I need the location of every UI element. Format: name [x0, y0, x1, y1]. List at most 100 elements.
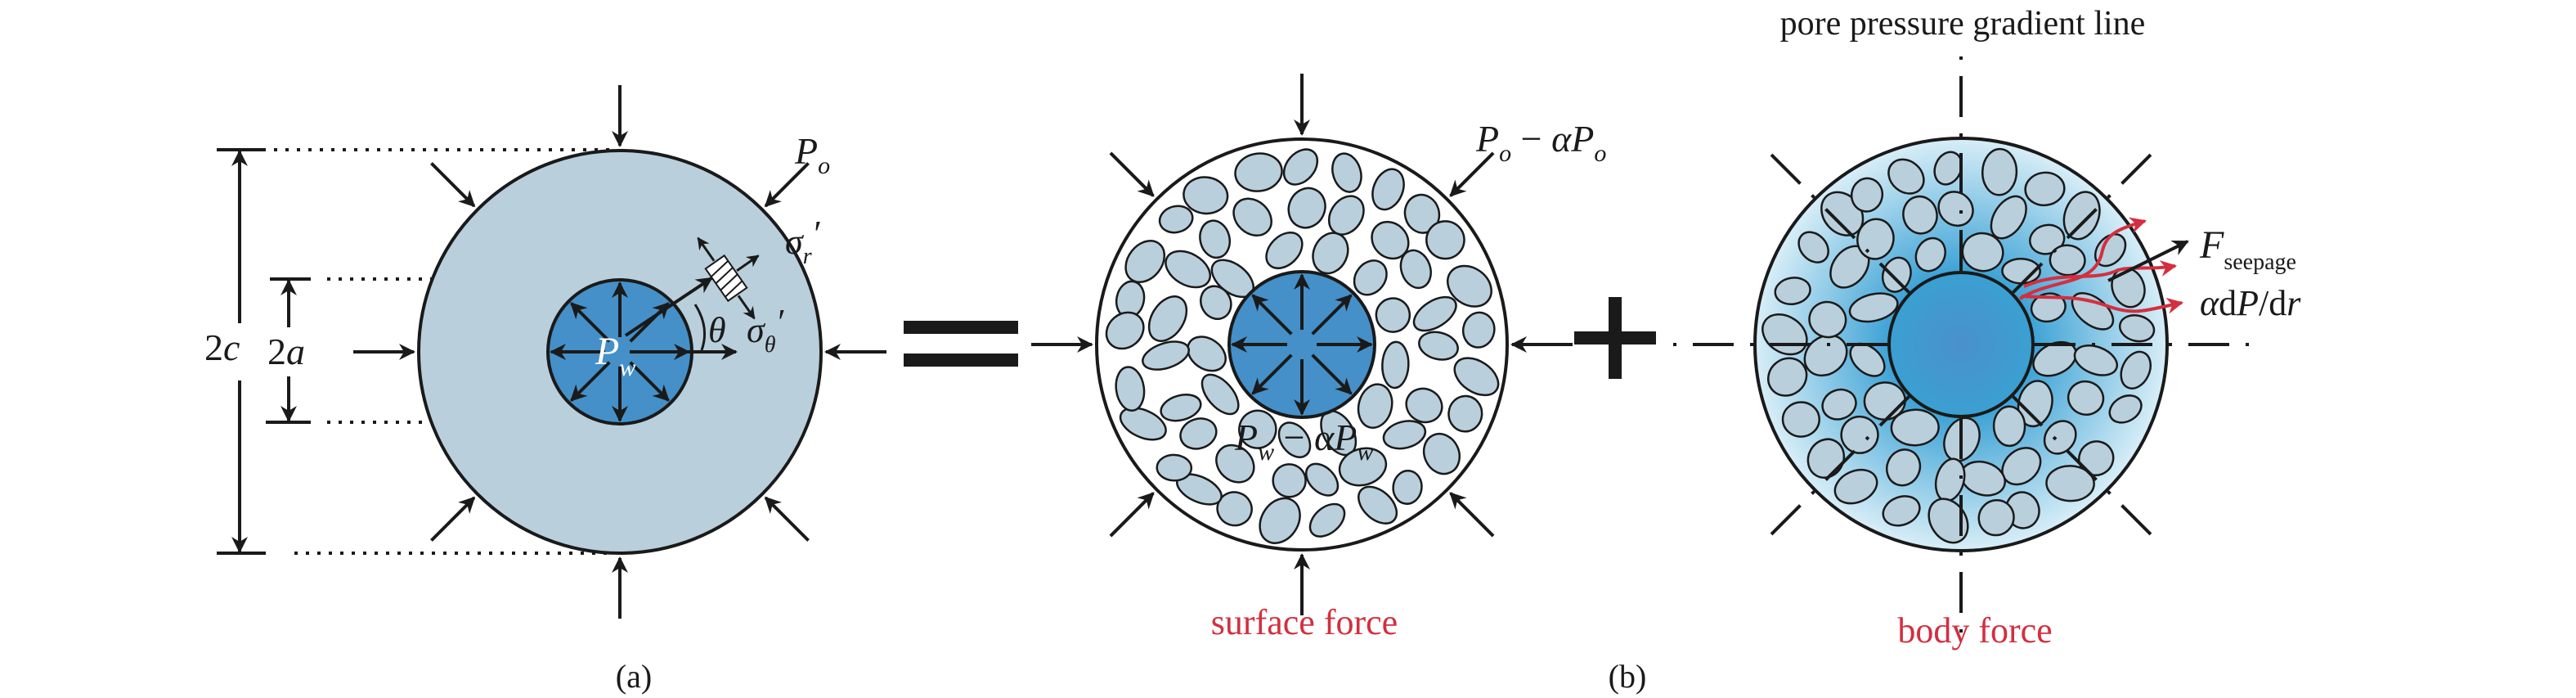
grain	[2118, 314, 2156, 343]
theta-arc	[693, 304, 707, 351]
grain	[1803, 334, 1848, 377]
compression-arrow	[1109, 492, 1155, 538]
gradient-line-label: pore pressure gradient line	[1780, 5, 2146, 43]
compression-arrow	[1449, 492, 1495, 538]
grain	[1115, 366, 1146, 412]
panel-b-surface-force: Po − αPo Pw − αPw surface force (b)	[1031, 74, 1646, 695]
grain	[1840, 415, 1879, 454]
theta-label: θ	[708, 310, 726, 350]
grain	[1304, 462, 1340, 497]
pressure-arrow	[1251, 354, 1293, 395]
grain	[1381, 340, 1410, 390]
grain	[1234, 152, 1283, 192]
grain	[1774, 277, 1811, 305]
grain	[1183, 176, 1229, 215]
grain	[1405, 387, 1443, 424]
grain	[1848, 292, 1899, 323]
grain	[1412, 295, 1457, 332]
grain	[1105, 311, 1145, 350]
grain	[1331, 152, 1362, 193]
grain	[1382, 420, 1427, 450]
grain	[1200, 285, 1232, 320]
grain	[1447, 264, 1492, 308]
grain	[2017, 380, 2053, 428]
grain	[1849, 342, 1886, 377]
grain	[1850, 177, 1884, 213]
grain	[1914, 236, 1946, 272]
compression-arrow	[1449, 151, 1495, 197]
grain	[1142, 340, 1190, 371]
grain	[2120, 350, 2152, 390]
grain	[1259, 497, 1301, 544]
grain	[2049, 244, 2086, 277]
grain	[1187, 335, 1227, 372]
effective-stress-arrows	[1031, 74, 1573, 615]
pressure-arrow	[1311, 294, 1353, 335]
outer-pressure-label: Po	[794, 130, 830, 179]
compression-arrow	[430, 496, 476, 542]
radius-arrow	[624, 277, 713, 337]
grains	[1761, 147, 2156, 544]
grain	[1961, 232, 2004, 272]
grain	[1156, 453, 1193, 482]
grain	[1160, 394, 1202, 422]
in-situ-stress-arrows	[353, 85, 886, 619]
pressure-arrow	[629, 361, 670, 402]
gradient-line	[1769, 395, 1910, 537]
grain	[2067, 380, 2105, 416]
grain	[1981, 147, 2018, 196]
seepage-force-arrow	[2107, 240, 2189, 282]
grain	[1977, 499, 2015, 537]
panel-b-body-force: Fseepage αdP/dr pore pressure gradient l…	[1667, 5, 2301, 651]
grain	[1272, 463, 1307, 498]
grain	[2028, 223, 2066, 255]
inner-diameter-label: 2a	[267, 331, 305, 372]
grain	[1881, 256, 1912, 293]
grain	[1199, 219, 1232, 259]
grain	[1358, 485, 1398, 525]
panel-a: Po σr′ σθ′ θ Pw 2c 2a (a)	[204, 85, 886, 695]
grain	[2062, 191, 2101, 241]
grain	[1232, 197, 1272, 237]
grain	[1833, 468, 1878, 505]
compression-arrow	[1109, 151, 1155, 197]
grain	[1375, 297, 1411, 333]
grain	[2073, 344, 2118, 376]
grain	[1179, 417, 1218, 450]
grain	[1425, 220, 1465, 260]
grain	[2045, 465, 2095, 502]
grain	[1821, 388, 1857, 421]
outer-effective-stress-label: Po − αPo	[1475, 118, 1606, 167]
sigma-theta-label: σθ′	[747, 302, 784, 358]
outer-diameter-label: 2c	[204, 326, 240, 368]
grain	[1806, 438, 1846, 479]
pressure-arrow	[1311, 354, 1353, 395]
grain	[2024, 171, 2066, 207]
grain	[1990, 195, 2027, 240]
grain	[1287, 187, 1326, 229]
grain	[1422, 432, 1461, 475]
grain	[2108, 394, 2143, 424]
dimension-lines	[217, 148, 613, 555]
gradient-line	[2012, 152, 2153, 294]
grain	[1282, 148, 1319, 186]
grain	[1797, 231, 1829, 263]
sigma-r-label: σr′	[785, 214, 821, 269]
gradient-line	[2012, 395, 2153, 537]
grain	[1447, 394, 1483, 433]
pressure-arrow	[570, 302, 611, 343]
surface-force-label: surface force	[1211, 602, 1398, 642]
grain	[1890, 408, 1940, 447]
grain	[1119, 407, 1167, 441]
stress-element	[697, 236, 760, 320]
grain	[1238, 409, 1277, 449]
grain	[1147, 295, 1188, 342]
body-force-label: body force	[1897, 610, 2052, 651]
pressure-arrow	[570, 361, 611, 402]
grain	[1124, 240, 1166, 283]
grain	[1403, 193, 1441, 234]
grain	[1885, 448, 1922, 487]
rock-boundary	[1753, 137, 2169, 552]
